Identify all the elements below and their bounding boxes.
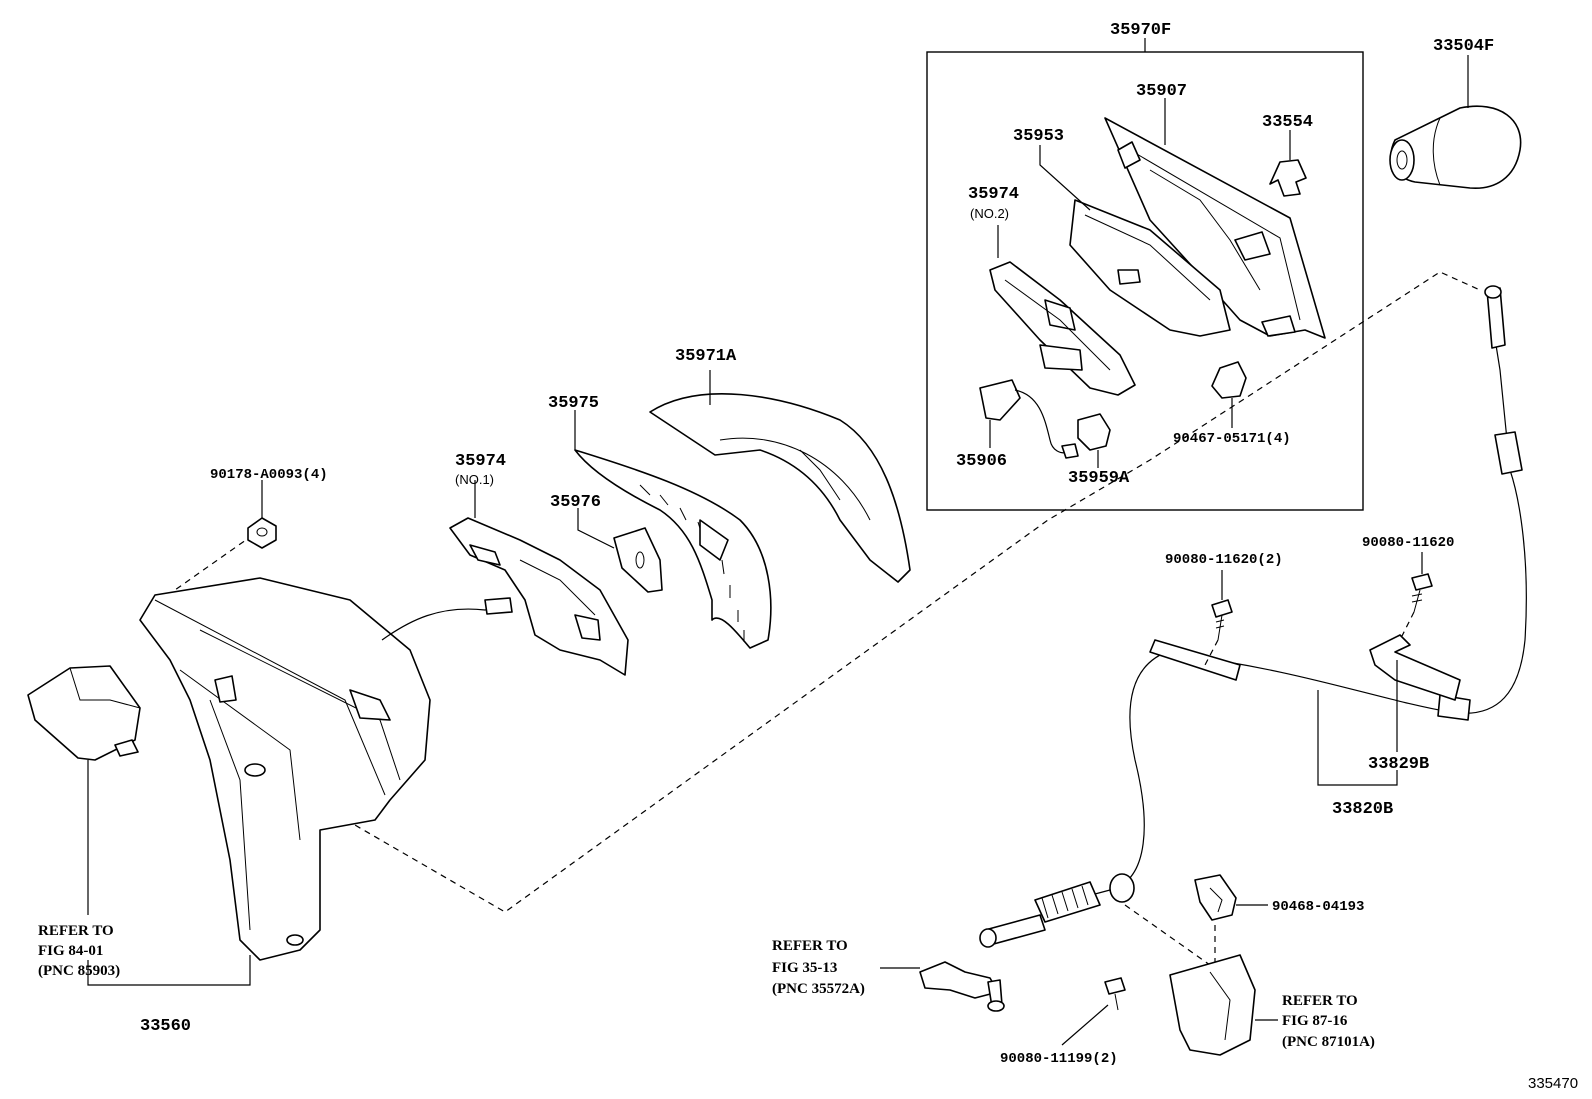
label-35907: 35907 [1136, 82, 1187, 101]
cover-35907[interactable] [1104, 117, 1326, 339]
label-33829B: 33829B [1368, 755, 1429, 774]
label-90080-11199: 90080-11199(2) [1000, 1051, 1118, 1067]
ref-87-16-line1: REFER TO [1282, 993, 1358, 1009]
nut-90178[interactable] [247, 517, 277, 549]
ref-35-13-line1: REFER TO [772, 938, 848, 954]
bolt-90080-11620-b[interactable] [1411, 573, 1433, 613]
label-35974-no2-note: (NO.2) [970, 206, 1009, 221]
label-35974-no1-note: (NO.1) [455, 472, 494, 487]
label-35906: 35906 [956, 452, 1007, 471]
label-35959A: 35959A [1068, 469, 1130, 488]
ref-87-16-line2: FIG 87-16 [1282, 1013, 1348, 1029]
base-assembly-33560[interactable] [139, 577, 513, 961]
label-33554: 33554 [1262, 113, 1313, 132]
label-33560: 33560 [140, 1017, 191, 1036]
bracket-33829B[interactable] [1369, 634, 1461, 701]
alignment-dashed-line [259, 271, 1481, 913]
cable-assembly-33820B[interactable] [979, 285, 1527, 948]
plate-35976[interactable] [613, 527, 663, 593]
switch-35906[interactable] [979, 379, 1079, 459]
label-35976: 35976 [550, 493, 601, 512]
label-33504F: 33504F [1433, 37, 1494, 56]
label-35971A: 35971A [675, 347, 737, 366]
label-35974-no2: 35974 [968, 185, 1019, 204]
label-35953: 35953 [1013, 127, 1064, 146]
bolt-90080-11620-a[interactable] [1211, 599, 1233, 641]
label-90467-05171: 90467-05171(4) [1173, 431, 1291, 447]
label-90468-04193: 90468-04193 [1272, 899, 1364, 915]
cover-ref-84-01[interactable] [27, 665, 141, 761]
label-90080-11620-2: 90080-11620(2) [1165, 552, 1283, 568]
clip-90468-04193[interactable] [1194, 874, 1237, 921]
ref-84-01-line2: FIG 84-01 [38, 943, 103, 959]
lever-ref-35-13[interactable] [919, 961, 1005, 1012]
ref-35-13-line2: FIG 35-13 [772, 960, 837, 976]
bolt-90080-11199[interactable] [1104, 977, 1126, 1011]
label-90178-A0093: 90178-A0093(4) [210, 467, 328, 483]
label-35974-no1: 35974 [455, 452, 506, 471]
clip-33554[interactable] [1269, 159, 1307, 197]
clip-90467[interactable] [1211, 361, 1247, 399]
label-35975: 35975 [548, 394, 599, 413]
ref-35-13-line3: (PNC 35572A) [772, 981, 865, 997]
nut-dashed-line [174, 534, 254, 591]
ref-84-01-line1: REFER TO [38, 923, 114, 939]
ref-84-01-line3: (PNC 85903) [38, 963, 120, 979]
plate-35971A[interactable] [649, 392, 911, 583]
slider-35974-no1[interactable] [449, 517, 629, 676]
assembly-label-35970F: 35970F [1110, 21, 1171, 40]
shift-knob-33504F[interactable] [1389, 105, 1522, 189]
ref-87-16-line3: (PNC 87101A) [1282, 1034, 1375, 1050]
panel-35953[interactable] [1069, 199, 1231, 337]
label-33820B: 33820B [1332, 800, 1393, 819]
plate-35975[interactable] [574, 449, 772, 649]
slider-35974-no2[interactable] [989, 261, 1136, 396]
bracket-ref-87-16[interactable] [1169, 954, 1256, 1056]
part-35959A[interactable] [1077, 413, 1111, 451]
label-90080-11620: 90080-11620 [1362, 535, 1454, 551]
figure-number: 335470 [1528, 1075, 1578, 1092]
